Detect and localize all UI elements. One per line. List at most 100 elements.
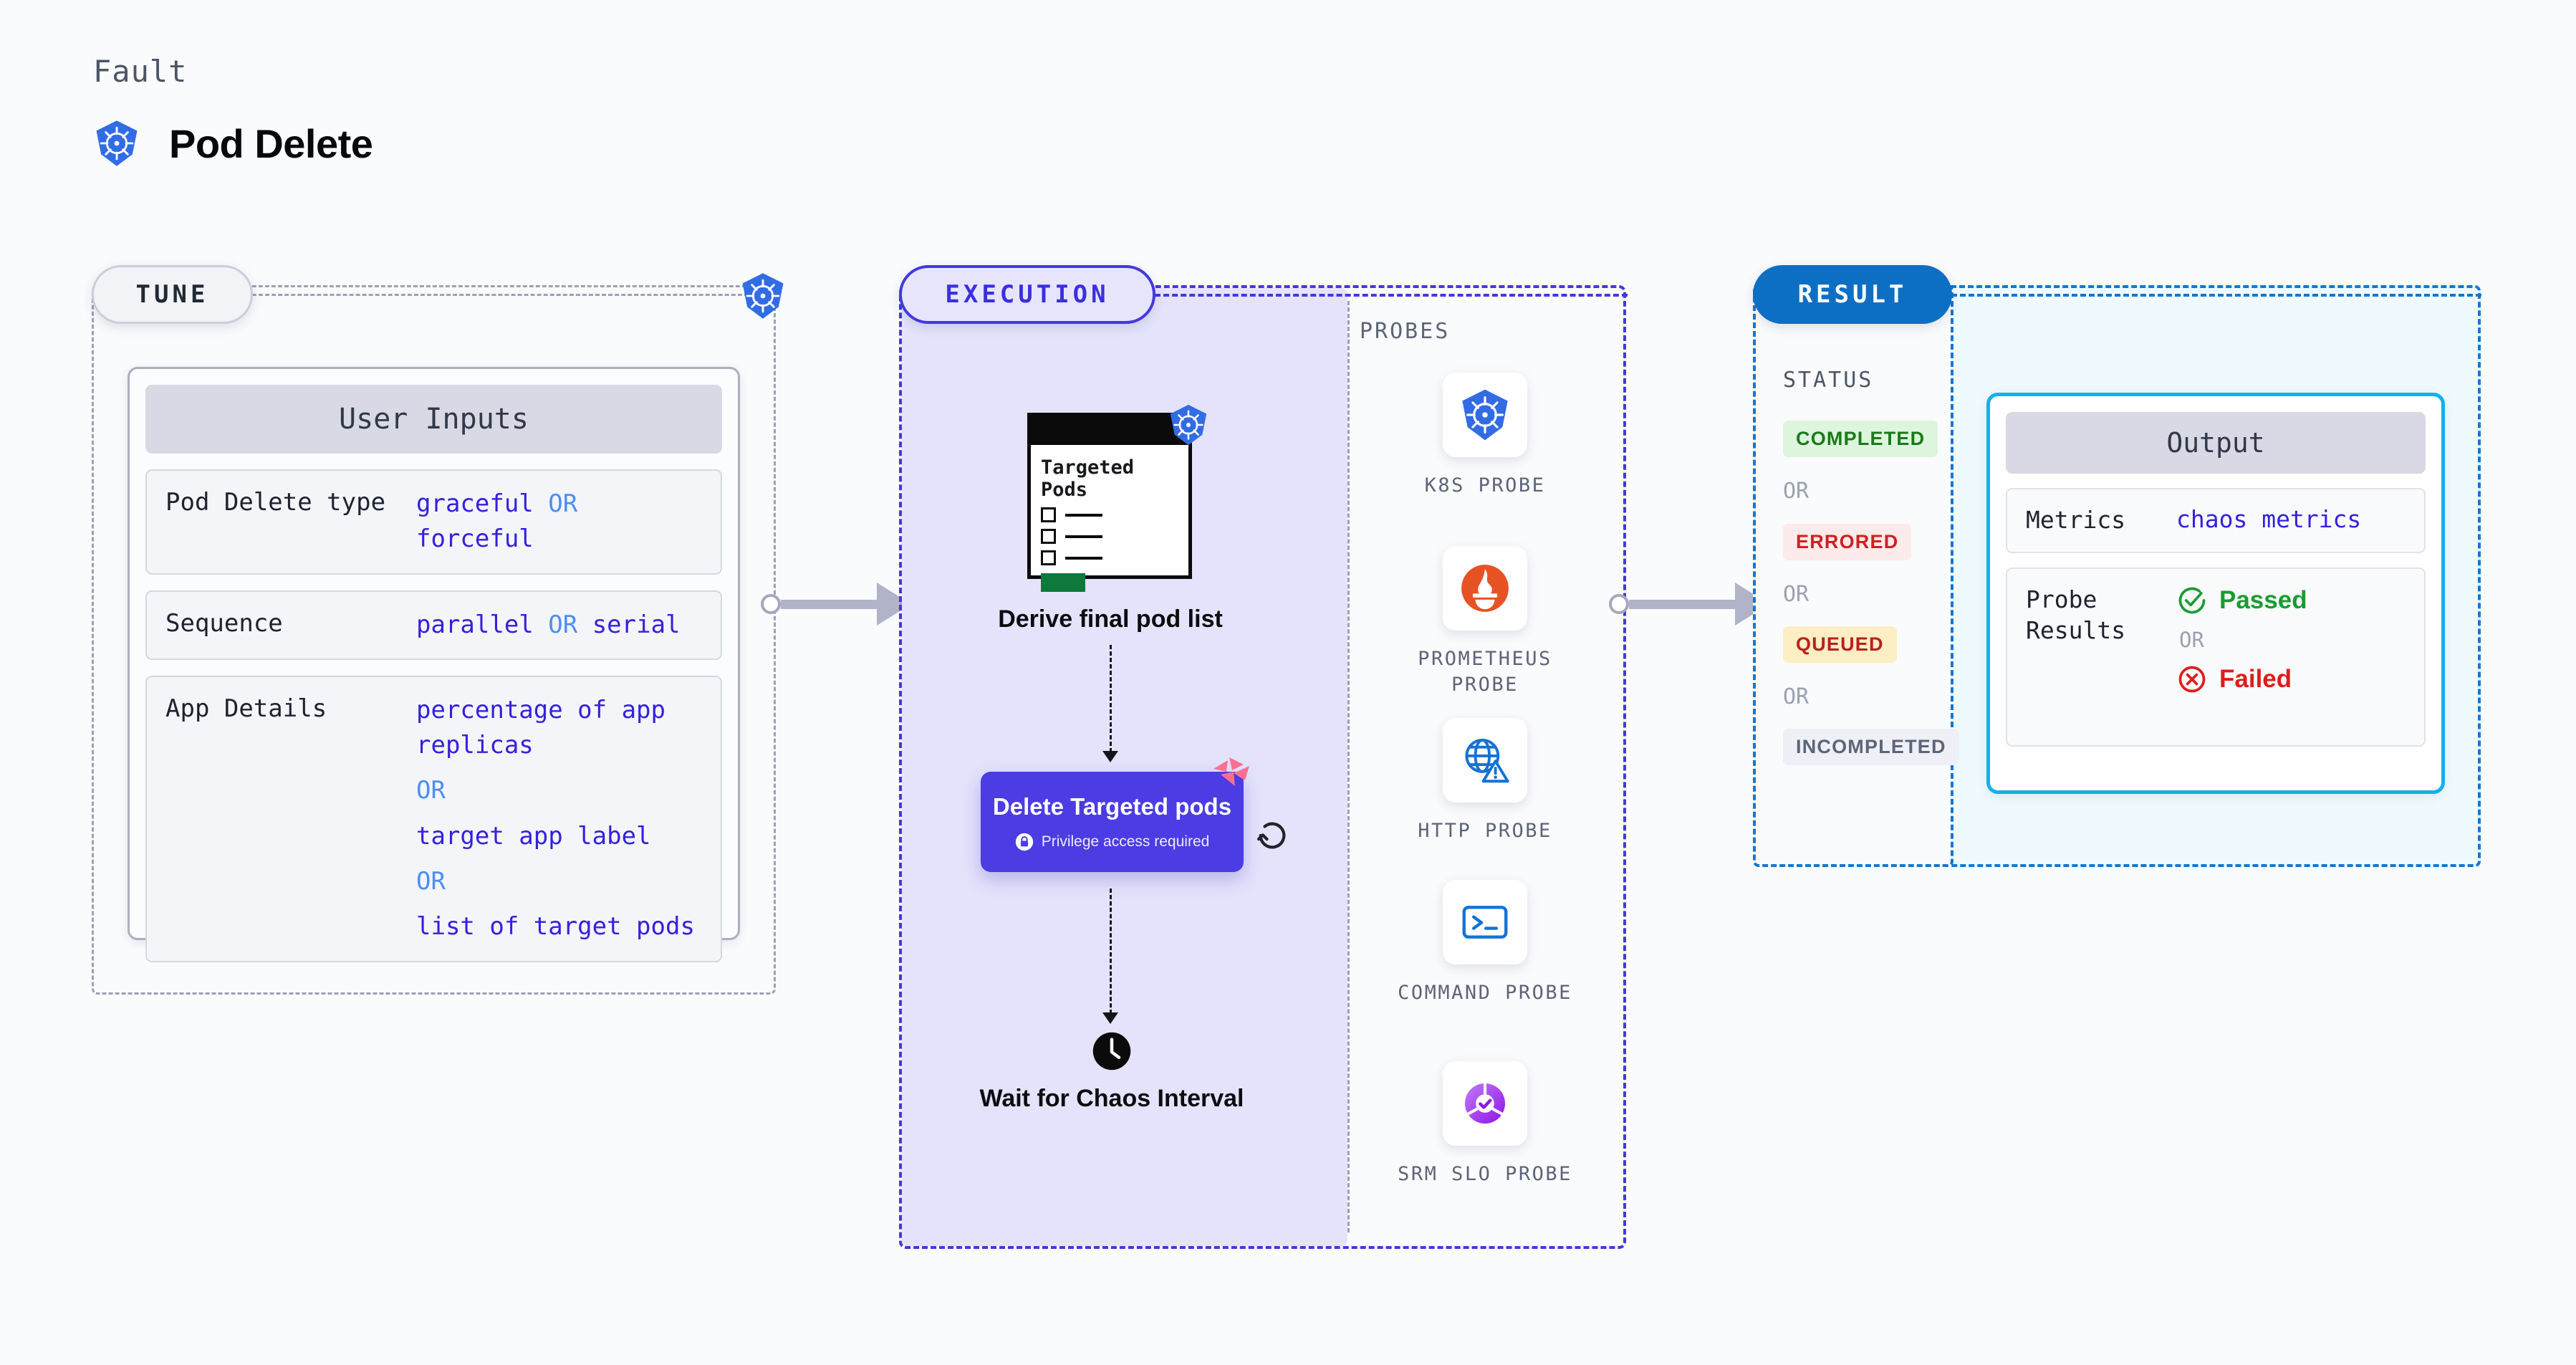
output-row-probe-results: Probe Results Passed OR Failed [2006,567,2426,747]
value-option: graceful [416,489,534,518]
status-separator: OR [1783,582,1810,607]
kubernetes-icon [738,271,788,321]
input-values: percentage of app replicas OR target app… [416,693,702,945]
output-label: Probe Results [2026,585,2126,644]
http-globe-warning-icon [1457,732,1513,788]
output-label: Metrics [2026,506,2126,534]
tune-panel [92,285,776,995]
flow-arrowhead-1 [1102,751,1118,762]
privilege-notice: Privilege access required [1015,833,1210,851]
probe-result-values: Passed OR Failed [2176,585,2307,695]
output-title: Output [2006,412,2426,474]
value-option: parallel [416,610,534,639]
targeted-pods-title: Targeted Pods [1041,456,1135,502]
confirm-bar [1041,573,1085,593]
probe-tile [1443,1061,1527,1146]
value-separator: OR [548,489,578,518]
user-inputs-title: User Inputs [145,385,722,454]
input-values: parallel OR serial [416,608,681,643]
value-separator: OR [548,610,578,639]
probe-result-failed: Failed [2176,664,2307,695]
probe-item-http[interactable]: HTTP PROBE [1392,718,1578,844]
value-option: serial [592,610,681,639]
input-values: graceful OR forceful [416,487,702,557]
card-body: Targeted Pods [1031,445,1188,599]
status-separator: OR [1783,479,1810,504]
probe-item-prometheus[interactable]: PROMETHEUS PROBE [1392,546,1578,699]
probe-item-srm-slo[interactable]: SRM SLO PROBE [1392,1061,1578,1187]
result-dashed-connector [1951,294,2481,297]
input-label: App Details [165,694,327,723]
fault-title-row: Pod Delete [92,118,373,168]
wait-for-chaos-interval-caption: Wait for Chaos Interval [979,1085,1244,1112]
checkbox-icon [1041,507,1056,523]
checkbox-icon [1041,529,1056,545]
node-title: Delete Targeted pods [992,793,1232,820]
probe-tile [1443,373,1527,457]
value-option: forceful [416,525,534,554]
execution-badge[interactable]: EXECUTION [899,265,1155,324]
tune-dashed-connector [252,294,768,296]
pod-list-item [1041,529,1178,545]
probe-result-separator: OR [2179,627,2204,652]
terminal-icon [1457,894,1513,950]
derive-pod-list-caption: Derive final pod list [998,605,1223,633]
status-separator: OR [1783,684,1810,709]
probe-item-command[interactable]: COMMAND PROBE [1392,880,1578,1006]
probe-result-passed: Passed [2176,585,2307,616]
litmus-chaos-icon [1212,756,1252,795]
status-section-title: STATUS [1783,368,1874,393]
user-inputs-card: User Inputs Pod Delete type graceful OR … [128,367,740,962]
probe-label: SRM SLO PROBE [1398,1163,1572,1185]
value-separator: OR [416,776,446,805]
prometheus-icon [1457,560,1513,616]
delete-targeted-pods-node[interactable]: Delete Targeted pods Privilege access re… [981,772,1244,872]
flow-arrowhead-2 [1102,1012,1118,1024]
probe-result-label: Failed [2219,664,2292,693]
connector-start-dot [1609,594,1629,614]
probe-label: K8S PROBE [1424,474,1546,497]
value-option: percentage of app replicas [416,695,665,760]
x-circle-icon [2176,664,2208,695]
probe-label: COMMAND PROBE [1398,982,1572,1004]
probe-tile [1443,718,1527,803]
probe-item-k8s[interactable]: K8S PROBE [1392,373,1578,499]
kubernetes-icon [1166,403,1211,447]
tune-badge[interactable]: TUNE [92,265,253,324]
srm-slo-donut-check-icon [1457,1076,1513,1131]
input-row-pod-delete-type[interactable]: Pod Delete type graceful OR forceful [145,469,722,575]
probes-section-title: PROBES [1360,319,1451,344]
value-option: list of target pods [416,912,695,942]
result-badge[interactable]: RESULT [1753,265,1952,324]
output-row-metrics: Metrics chaos metrics [2006,488,2426,553]
value-separator: OR [416,867,446,896]
probe-label: HTTP PROBE [1418,820,1552,842]
connector-start-dot [761,594,781,614]
placeholder-line [1065,535,1102,538]
privilege-text: Privilege access required [1041,833,1210,850]
probes-divider [1347,301,1350,1232]
probe-label: PROMETHEUS PROBE [1418,648,1552,696]
page-title: Pod Delete [169,120,373,166]
value-option: target app label [416,821,651,851]
execution-dashed-connector [1155,294,1628,297]
input-row-sequence[interactable]: Sequence parallel OR serial [145,590,722,660]
input-label: Pod Delete type [165,488,386,517]
result-status-region [1753,285,1953,867]
status-badge-queued: QUEUED [1783,626,1897,663]
lock-icon [1015,833,1034,851]
input-row-app-details[interactable]: App Details percentage of app replicas O… [145,675,722,962]
pod-list-item [1041,550,1178,566]
flow-connector-2 [1110,889,1112,1014]
kubernetes-icon [1457,387,1513,443]
flow-connector-1 [1110,645,1112,752]
connector-line [1629,599,1736,609]
probe-result-label: Passed [2219,585,2307,614]
placeholder-line [1065,556,1102,560]
checkbox-icon [1041,550,1056,566]
clock-icon [1090,1030,1133,1073]
loop-repeat-icon[interactable] [1252,815,1292,856]
execution-panel [899,285,1626,1249]
kubernetes-icon [92,118,142,168]
